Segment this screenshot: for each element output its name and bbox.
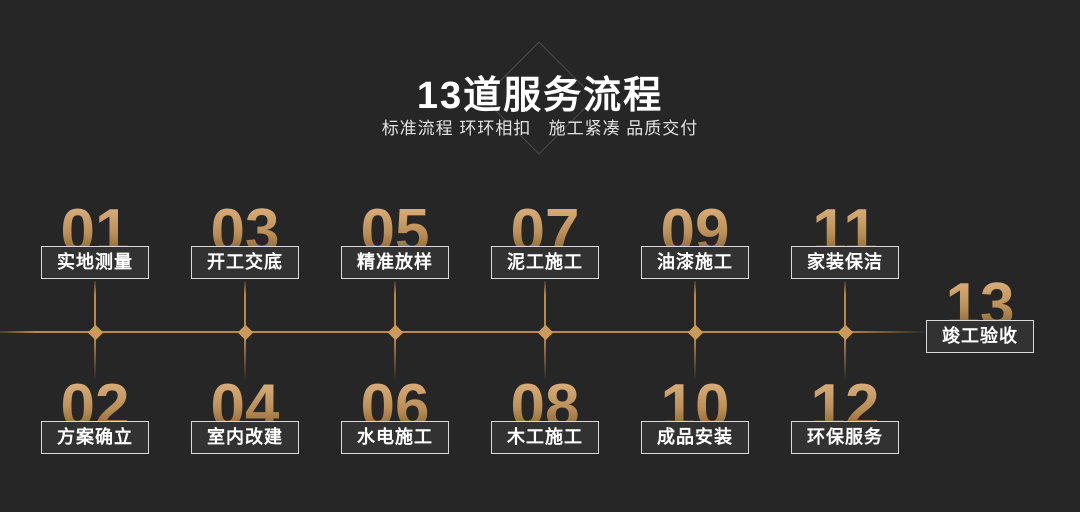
step-label-box: 水电施工 [341,421,449,454]
step-label-box: 泥工施工 [491,246,599,279]
step-label-box: 开工交底 [191,246,299,279]
step-label-box: 环保服务 [791,421,899,454]
step-13: 13 竣工验收 [910,275,1050,353]
step-label-box: 油漆施工 [641,246,749,279]
step-10: 10 成品安装 [625,376,765,454]
timeline-node-diamond-icon [837,324,853,341]
step-12: 12 环保服务 [775,376,915,454]
timeline-node-diamond-icon [237,324,253,341]
step-03: 03 开工交底 [175,201,315,279]
step-05: 05 精准放样 [325,201,465,279]
step-label-box: 木工施工 [491,421,599,454]
step-label-box: 方案确立 [41,421,149,454]
step-label-box: 竣工验收 [926,320,1034,353]
timeline-line [0,331,930,333]
timeline-node-diamond-icon [387,324,403,341]
timeline-node-diamond-icon [87,324,103,341]
step-09: 09 油漆施工 [625,201,765,279]
step-label-box: 精准放样 [341,246,449,279]
step-07: 07 泥工施工 [475,201,615,279]
step-04: 04 室内改建 [175,376,315,454]
step-01: 01 实地测量 [25,201,165,279]
page-subtitle: 标准流程 环环相扣 施工紧凑 品质交付 [381,119,699,138]
step-08: 08 木工施工 [475,376,615,454]
step-06: 06 水电施工 [325,376,465,454]
step-label-box: 实地测量 [41,246,149,279]
timeline-node-diamond-icon [687,324,703,341]
step-02: 02 方案确立 [25,376,165,454]
step-11: 11 家装保洁 [775,201,915,279]
page-title: 13道服务流程 [416,75,664,117]
timeline-node-diamond-icon [537,324,553,341]
step-label-box: 成品安装 [641,421,749,454]
step-label-box: 家装保洁 [791,246,899,279]
step-label-box: 室内改建 [191,421,299,454]
